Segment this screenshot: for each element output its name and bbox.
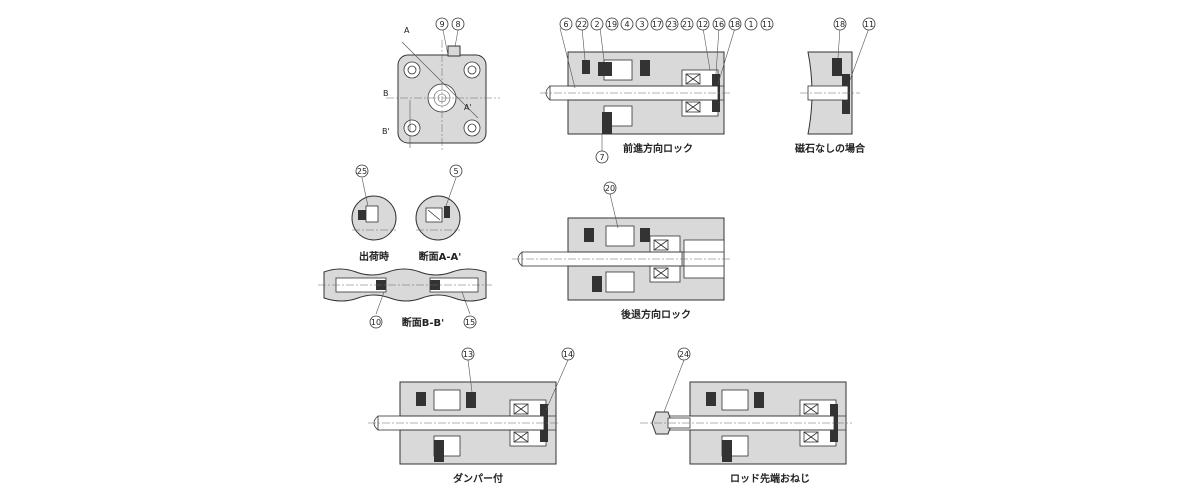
callout-label: 8 [455, 20, 460, 29]
callout-label: 16 [714, 20, 724, 29]
callout-label: 6 [563, 20, 568, 29]
damper-section: 13 14 ダンパー付 [368, 347, 575, 485]
caption-damper: ダンパー付 [453, 472, 503, 485]
section-mark-a-prime: A' [464, 103, 472, 112]
callout-label: 9 [439, 20, 444, 29]
callout-label: 18 [835, 20, 845, 29]
callout-label: 2 [594, 20, 599, 29]
callout-label: 18 [730, 20, 740, 29]
end-view: B B' A A' 9 8 [382, 17, 500, 150]
callout-label: 15 [465, 318, 475, 327]
callout-label: 11 [762, 20, 772, 29]
callout-label: 10 [371, 318, 381, 327]
callout-label: 22 [577, 20, 587, 29]
caption-no-magnet: 磁石なしの場合 [795, 142, 866, 155]
section-mark-a: A [404, 26, 410, 35]
section-bb-detail: 10 15 断面B-B' [318, 268, 492, 329]
callout-label: 20 [605, 184, 615, 193]
caption-rod-end: ロッド先端おねじ [730, 472, 810, 485]
caption-section-bb: 断面B-B' [402, 316, 444, 329]
backward-lock-section: 20 後退方向ロック [512, 181, 730, 321]
section-mark-b-prime: B' [382, 127, 390, 136]
callout-label: 19 [607, 20, 617, 29]
callout-label: 11 [864, 20, 874, 29]
callout-label: 3 [639, 20, 644, 29]
caption-backward-lock: 後退方向ロック [621, 308, 691, 321]
callout-row: 6 22 2 19 4 3 17 23 21 12 16 18 1 11 [559, 17, 774, 31]
callout-label: 24 [679, 350, 689, 359]
caption-shipping: 出荷時 [359, 250, 389, 263]
section-mark-b: B [383, 89, 389, 98]
caption-section-aa: 断面A-A' [419, 250, 462, 263]
callout-label: 13 [463, 350, 473, 359]
callout-label: 12 [698, 20, 708, 29]
forward-lock-section: 6 22 2 19 4 3 17 23 21 12 16 18 1 11 7 前… [540, 17, 774, 164]
callout-label: 7 [599, 153, 604, 162]
section-aa-detail: 5 断面A-A' [415, 164, 463, 263]
callout-label: 21 [682, 20, 692, 29]
no-magnet-section: 18 11 磁石なしの場合 [795, 17, 876, 155]
callout-label: 1 [748, 20, 753, 29]
callout-label: 17 [652, 20, 662, 29]
rod-end-section: 24 ロッド先端おねじ [640, 347, 852, 485]
shipping-detail: 25 出荷時 [351, 164, 397, 263]
callout-label: 14 [563, 350, 573, 359]
caption-forward-lock: 前進方向ロック [623, 142, 693, 155]
callout-label: 5 [453, 167, 458, 176]
callout-label: 25 [357, 167, 367, 176]
callout-label: 23 [667, 20, 677, 29]
callout-label: 4 [624, 20, 629, 29]
